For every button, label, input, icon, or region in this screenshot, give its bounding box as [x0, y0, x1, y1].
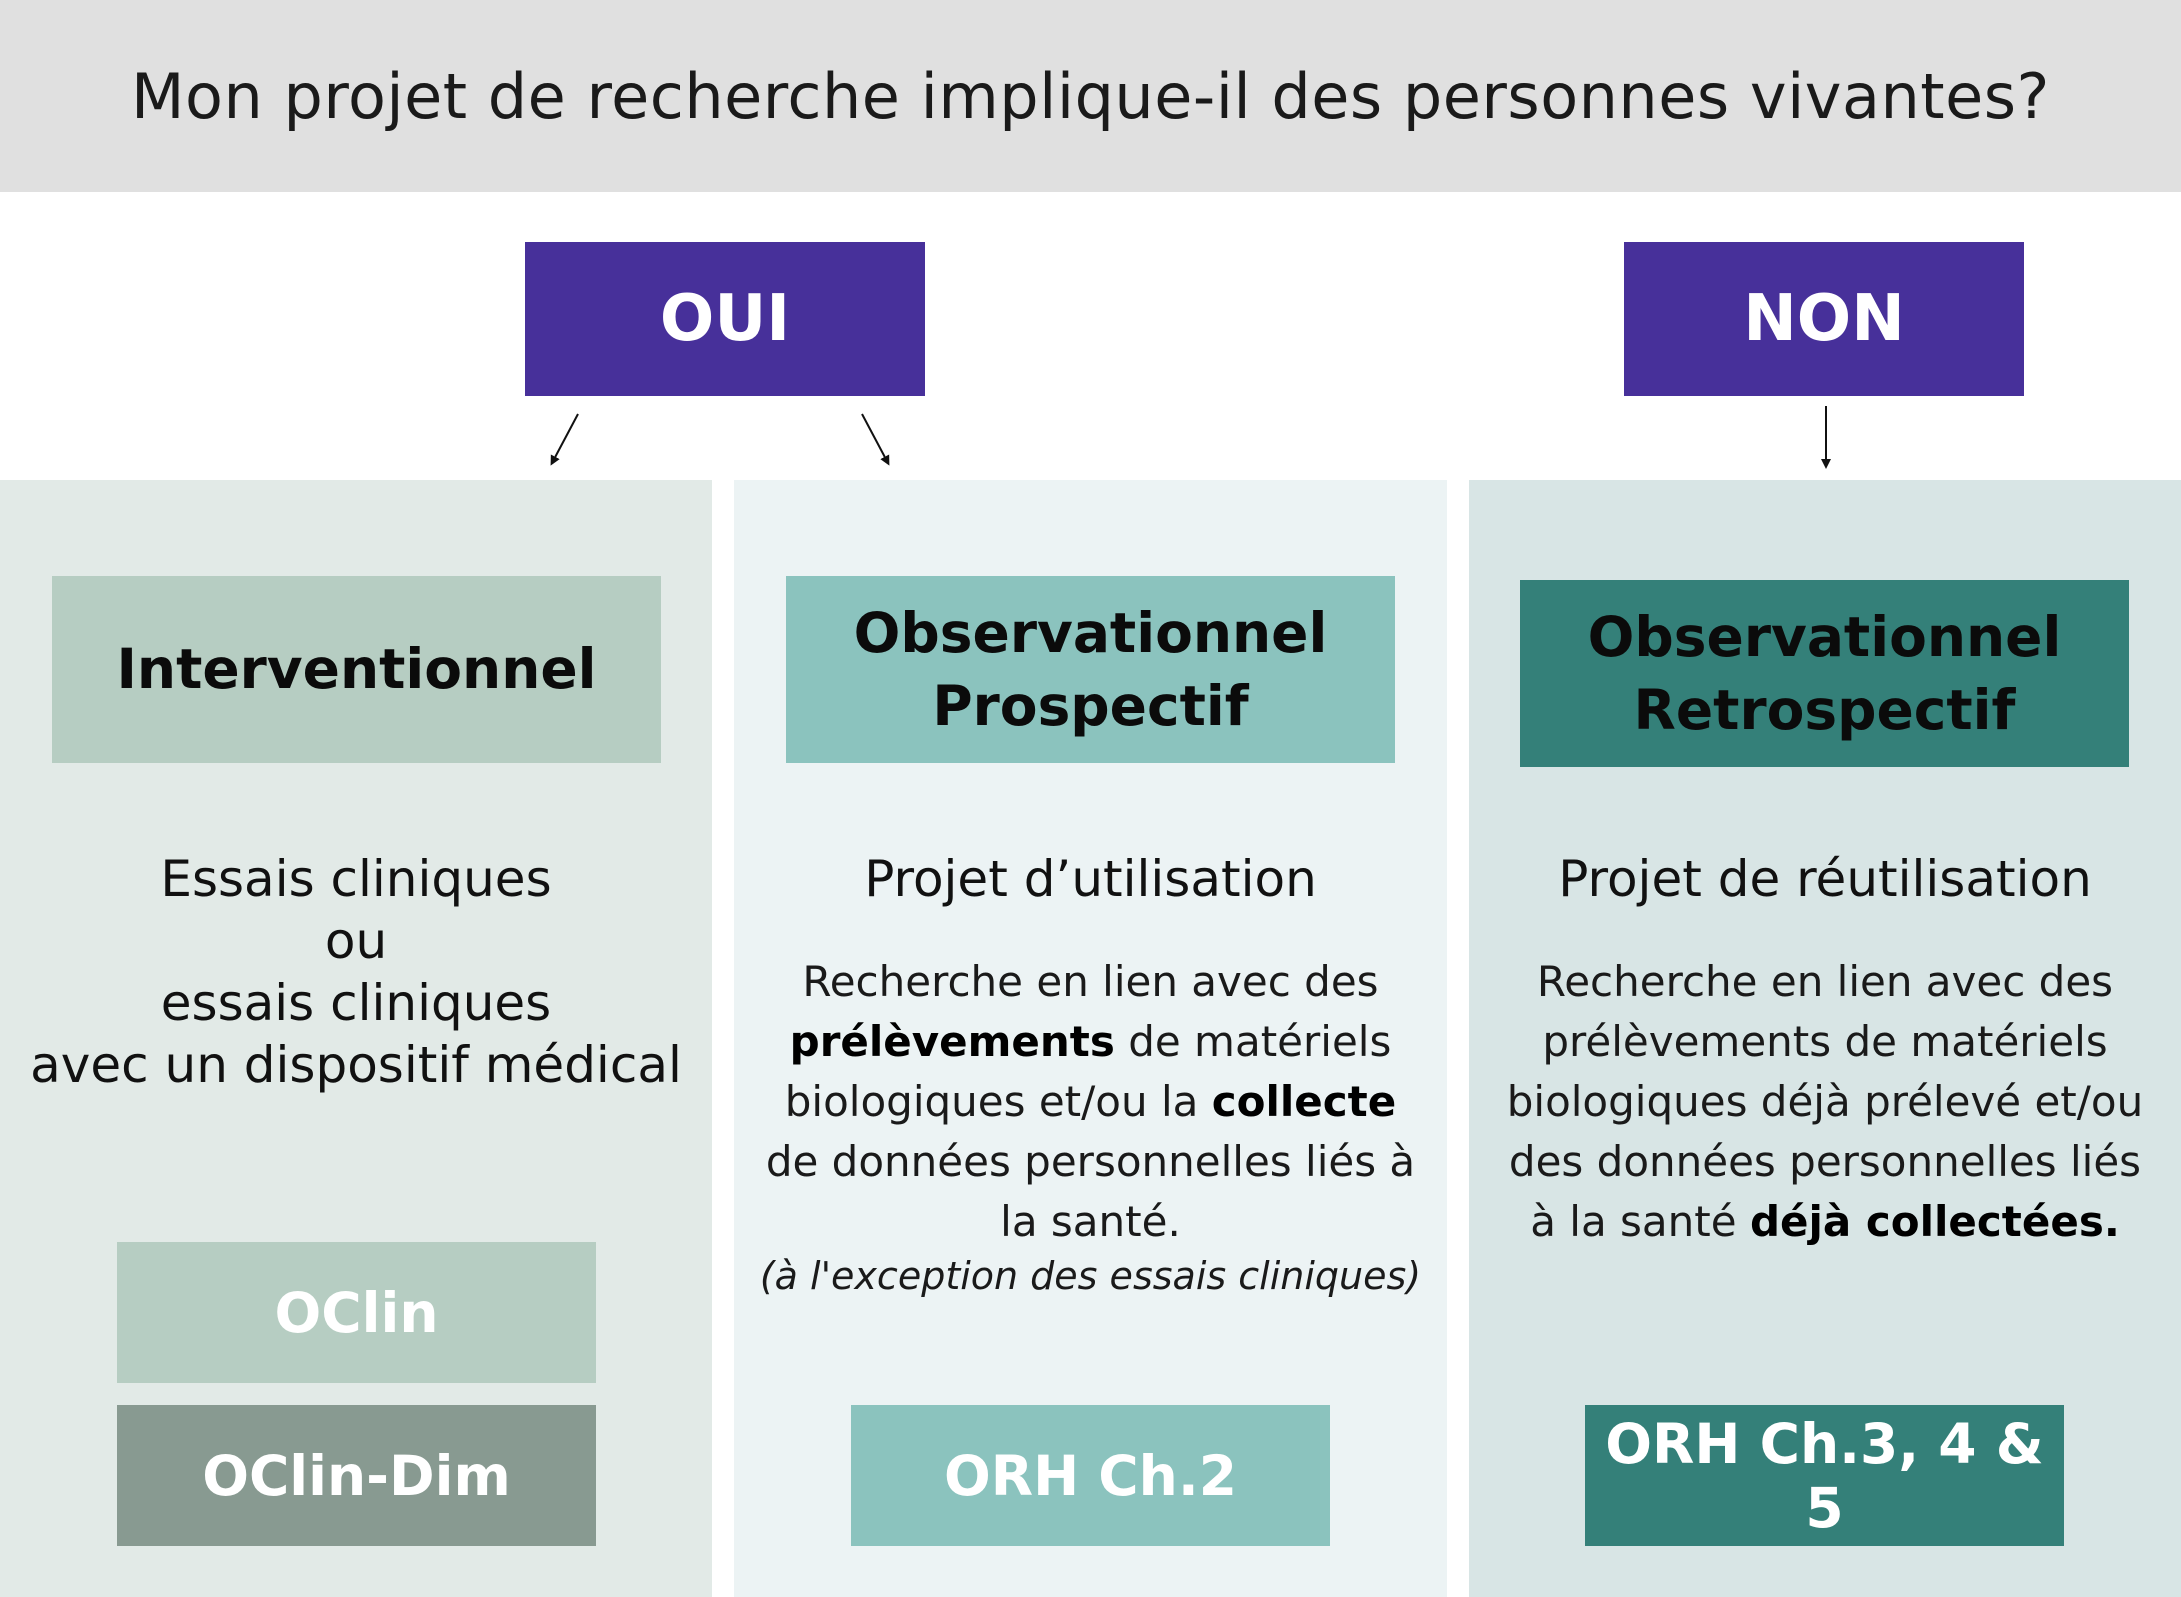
law-box-oclin-dim: OClin-Dim — [117, 1405, 596, 1546]
prospective-project-title: Projet d’utilisation — [864, 850, 1317, 908]
prospective-para-text2: de matériels biologiques et/ou la — [784, 1017, 1392, 1126]
answer-non-box: NON — [1624, 242, 2024, 396]
law-box-orh-ch345: ORH Ch.3, 4 & 5 — [1585, 1405, 2064, 1546]
question-title: Mon projet de recherche implique-il des … — [131, 59, 2050, 133]
category-retrospective-line1: Observationnel — [1587, 604, 2062, 669]
interventional-desc-line3: essais cliniques — [160, 974, 552, 1032]
answer-oui-box: OUI — [525, 242, 925, 396]
prospective-note: (à l'exception des essais cliniques) — [759, 1254, 1422, 1298]
prospective-para-text1: Recherche en lien avec des — [802, 957, 1379, 1006]
arrow-oui-to-interventional — [550, 413, 579, 466]
category-retrospective-line2: Retrospectif — [1633, 677, 2016, 742]
law-box-orh-ch2: ORH Ch.2 — [851, 1405, 1330, 1546]
arrow-oui-to-prospective — [861, 413, 890, 466]
interventional-desc-line2: ou — [324, 912, 388, 970]
retrospective-paragraph: Recherche en lien avec des prélèvements … — [1499, 952, 2151, 1252]
interventional-desc-line1: Essais cliniques — [160, 850, 552, 908]
prospective-paragraph: Recherche en lien avec des prélèvements d… — [764, 952, 1417, 1252]
connector-arrows — [550, 406, 1831, 469]
interventional-desc-line4: avec un dispositif médical — [30, 1036, 682, 1094]
law-box-oclin: OClin — [117, 1242, 596, 1383]
category-prospective-line1: Observationnel — [853, 600, 1328, 665]
prospective-para-text3: de données personnelles liés à la santé. — [765, 1137, 1416, 1246]
header-band — [0, 0, 2181, 192]
retrospective-para-text1: Recherche en lien avec des prélèvements … — [1506, 957, 2144, 1246]
prospective-para-bold1: prélèvements — [789, 1017, 1115, 1066]
category-interventional-label: Interventionnel — [116, 637, 597, 701]
category-prospective-line2: Prospectif — [932, 673, 1249, 738]
category-prospective: Observationnel Prospectif — [786, 576, 1395, 763]
retrospective-project-title: Projet de réutilisation — [1558, 850, 2092, 908]
category-retrospective: Observationnel Retrospectif — [1520, 580, 2129, 767]
category-interventional: Interventionnel — [52, 576, 661, 763]
prospective-para-bold2: collecte — [1211, 1077, 1397, 1126]
retrospective-para-bold1: déjà collectées. — [1749, 1197, 2120, 1246]
interventional-description: Essais cliniques ou essais cliniques ave… — [20, 848, 692, 1096]
